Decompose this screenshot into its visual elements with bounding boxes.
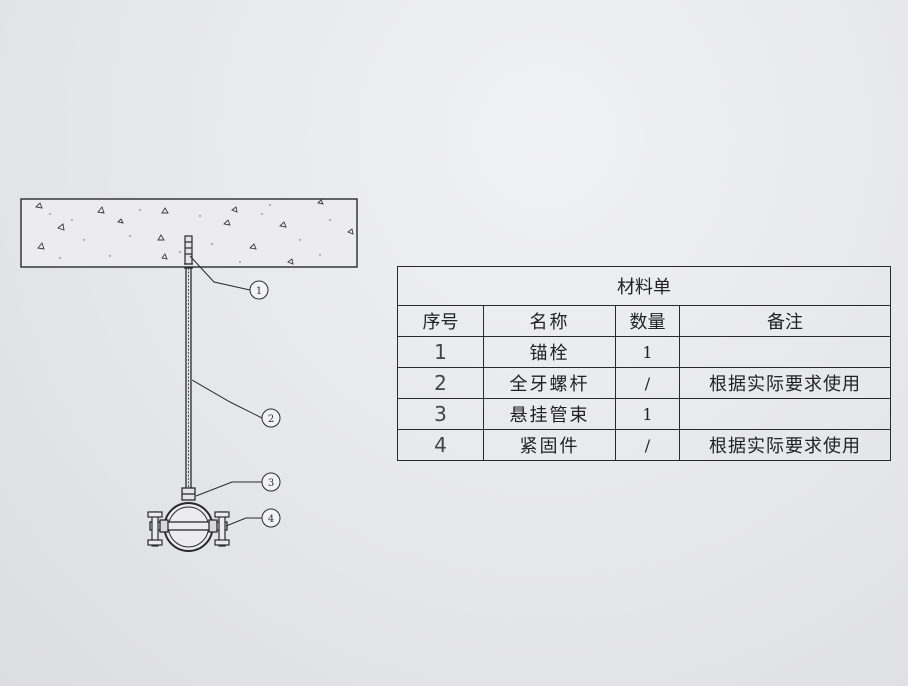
table-row: 3 悬挂管束 1 xyxy=(397,398,891,430)
fasteners xyxy=(147,511,230,547)
callout-1: 1 xyxy=(189,255,269,300)
row-qty: 1 xyxy=(615,398,680,430)
sand-dots xyxy=(49,204,331,263)
row-index: 3 xyxy=(397,398,484,430)
pipe-clamp xyxy=(149,487,228,552)
header-name: 名称 xyxy=(483,305,616,337)
callout-4-label: 4 xyxy=(268,514,274,525)
row-note xyxy=(679,336,891,368)
row-index: 4 xyxy=(397,429,484,461)
table-title: 材料单 xyxy=(397,266,891,306)
aggregate-marks xyxy=(35,199,354,265)
row-index: 1 xyxy=(397,336,484,368)
anchor-bolt xyxy=(184,235,193,269)
bill-of-materials-table: 材料单 序号 名称 数量 备注 1 锚栓 1 2 全牙螺杆 / 根据实际要求使用… xyxy=(397,266,891,461)
row-index: 2 xyxy=(397,367,484,399)
header-index: 序号 xyxy=(397,305,484,337)
header-note: 备注 xyxy=(679,305,891,337)
table-row: 2 全牙螺杆 / 根据实际要求使用 xyxy=(397,367,891,399)
row-name: 悬挂管束 xyxy=(483,398,616,430)
table-header-row: 序号 名称 数量 备注 xyxy=(397,305,891,337)
table-title-row: 材料单 xyxy=(397,266,891,306)
row-note xyxy=(679,398,891,430)
row-name: 全牙螺杆 xyxy=(483,367,616,399)
callout-4: 4 xyxy=(225,508,281,528)
row-qty: / xyxy=(615,429,680,461)
row-name: 锚栓 xyxy=(483,336,616,368)
callout-3: 3 xyxy=(195,472,281,497)
table-row: 4 紧固件 / 根据实际要求使用 xyxy=(397,429,891,461)
callout-3-label: 3 xyxy=(268,478,274,489)
row-name: 紧固件 xyxy=(483,429,616,461)
header-qty: 数量 xyxy=(615,305,680,337)
row-note: 根据实际要求使用 xyxy=(679,429,891,461)
table-row: 1 锚栓 1 xyxy=(397,336,891,368)
row-note: 根据实际要求使用 xyxy=(679,367,891,399)
row-qty: / xyxy=(615,367,680,399)
callout-2: 2 xyxy=(191,379,281,428)
callout-1-label: 1 xyxy=(256,286,262,297)
callout-2-label: 2 xyxy=(268,414,274,425)
threaded-rod xyxy=(185,268,192,490)
row-qty: 1 xyxy=(615,336,680,368)
